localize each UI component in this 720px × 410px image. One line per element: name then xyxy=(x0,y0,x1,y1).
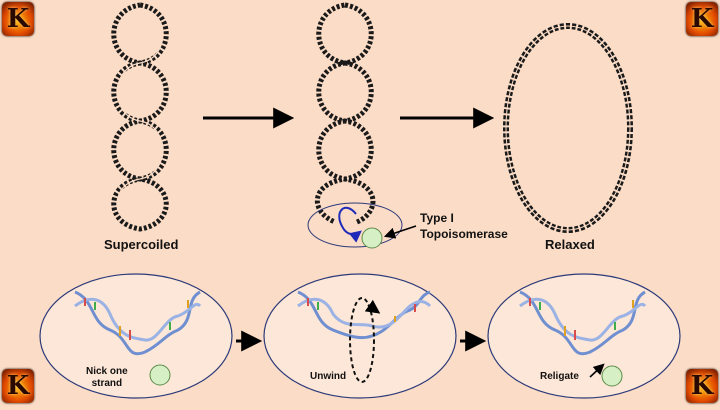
religate-pointer xyxy=(589,363,605,378)
step3-label: Religate xyxy=(540,371,579,382)
relaxed-dna xyxy=(503,23,633,233)
step3-panel xyxy=(487,273,681,399)
enzyme-step1-icon xyxy=(149,364,171,386)
rotation-arrow-icon xyxy=(338,207,362,243)
helix-step1 xyxy=(74,290,202,356)
helix-step2 xyxy=(297,290,432,340)
enzyme-inset xyxy=(307,202,403,248)
k-logo-icon: K xyxy=(2,2,34,36)
relaxed-label: Relaxed xyxy=(545,237,595,252)
k-logo-icon: K xyxy=(686,2,718,36)
step1-label: Nick one strand xyxy=(86,366,128,389)
k-logo-icon: K xyxy=(2,369,34,403)
k-logo-icon: K xyxy=(686,369,718,403)
supercoiled-dna xyxy=(111,2,169,232)
step1-panel xyxy=(39,273,233,399)
nicked-supercoil-dna xyxy=(315,2,376,225)
supercoiled-label: Supercoiled xyxy=(104,237,179,252)
step2-label: Unwind xyxy=(310,371,347,382)
enzyme-icon xyxy=(361,227,383,249)
unwind-rotation-icon xyxy=(349,297,375,383)
enzyme-step3-icon xyxy=(601,365,623,387)
helix-step3 xyxy=(519,290,647,356)
enzyme-label: Type I Topoisomerase xyxy=(420,211,508,241)
enzyme-pointer xyxy=(383,225,417,239)
